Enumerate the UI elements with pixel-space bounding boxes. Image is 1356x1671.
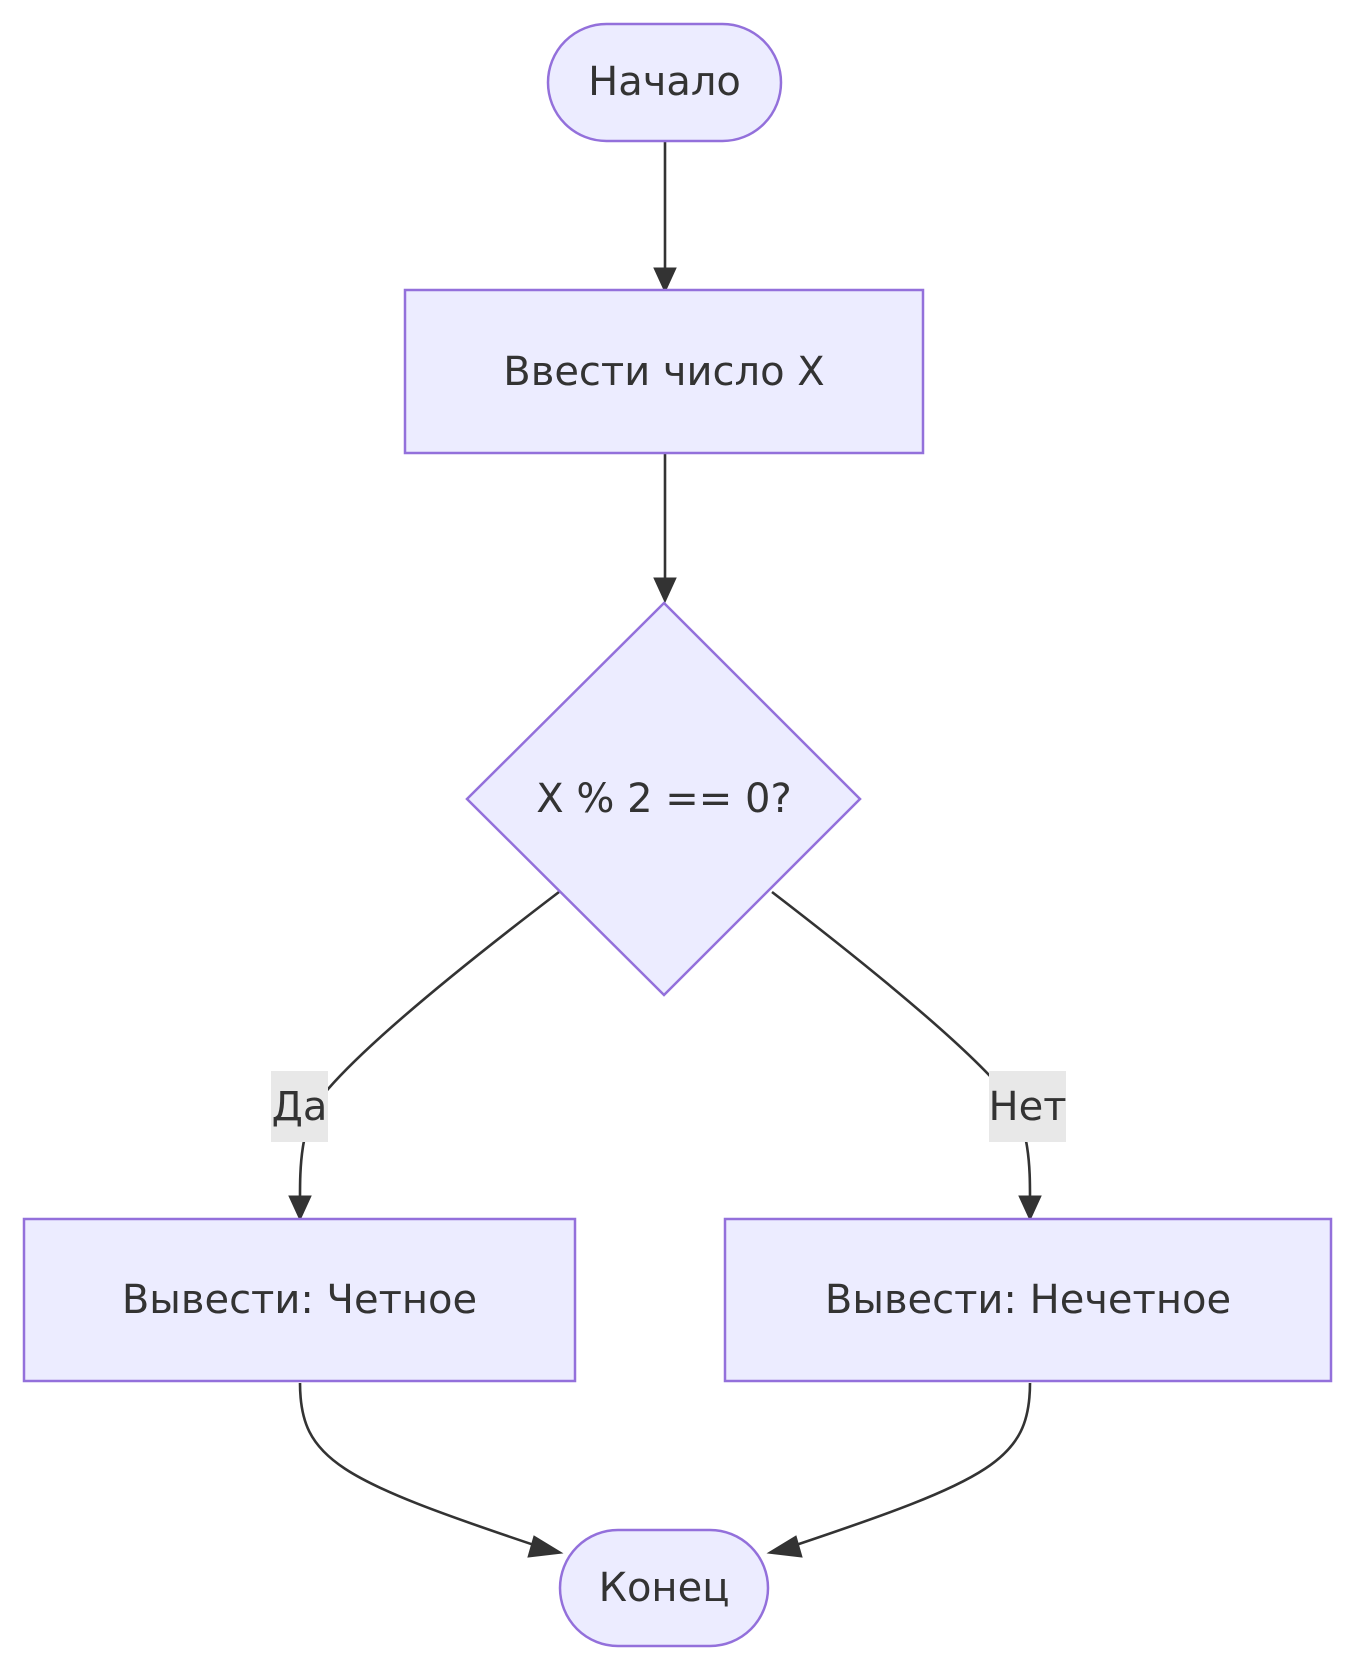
edge-label-no-text: Нет <box>989 1084 1067 1130</box>
input-node-label: Ввести число X <box>503 349 824 395</box>
decision-node-shape <box>465 601 862 997</box>
node-odd: Вывести: Нечетное <box>723 1217 1333 1383</box>
edge-decision-to-even <box>288 890 560 1222</box>
end-node-label: Конец <box>599 1565 730 1611</box>
start-node-shape <box>546 22 783 143</box>
edge-label-no: Нет <box>989 1071 1067 1142</box>
edge-input-to-decision <box>653 454 677 604</box>
odd-node-label: Вывести: Нечетное <box>825 1277 1231 1323</box>
node-even: Вывести: Четное <box>22 1217 577 1383</box>
edge-odd-to-end <box>766 1382 1032 1558</box>
edge-even-to-end <box>298 1382 564 1558</box>
node-end: Конец <box>558 1528 770 1648</box>
even-node-label: Вывести: Четное <box>122 1277 477 1323</box>
edges <box>288 141 1042 1558</box>
edge-decision-to-odd <box>771 890 1042 1222</box>
node-input: Ввести число X <box>403 288 925 455</box>
node-start: Начало <box>546 22 783 143</box>
even-node-shape <box>22 1217 577 1383</box>
edge-start-to-input <box>653 141 677 294</box>
odd-node-shape <box>723 1217 1333 1383</box>
input-node-shape <box>403 288 925 455</box>
start-node-label: Начало <box>588 59 741 105</box>
edge-label-yes: Да <box>271 1071 328 1142</box>
edge-label-yes-background <box>271 1071 328 1142</box>
node-decision: X % 2 == 0? <box>465 601 862 997</box>
decision-node-label: X % 2 == 0? <box>536 776 791 822</box>
edge-label-yes-text: Да <box>272 1084 328 1130</box>
edge-label-no-background <box>989 1071 1066 1142</box>
end-node-shape <box>558 1528 770 1648</box>
